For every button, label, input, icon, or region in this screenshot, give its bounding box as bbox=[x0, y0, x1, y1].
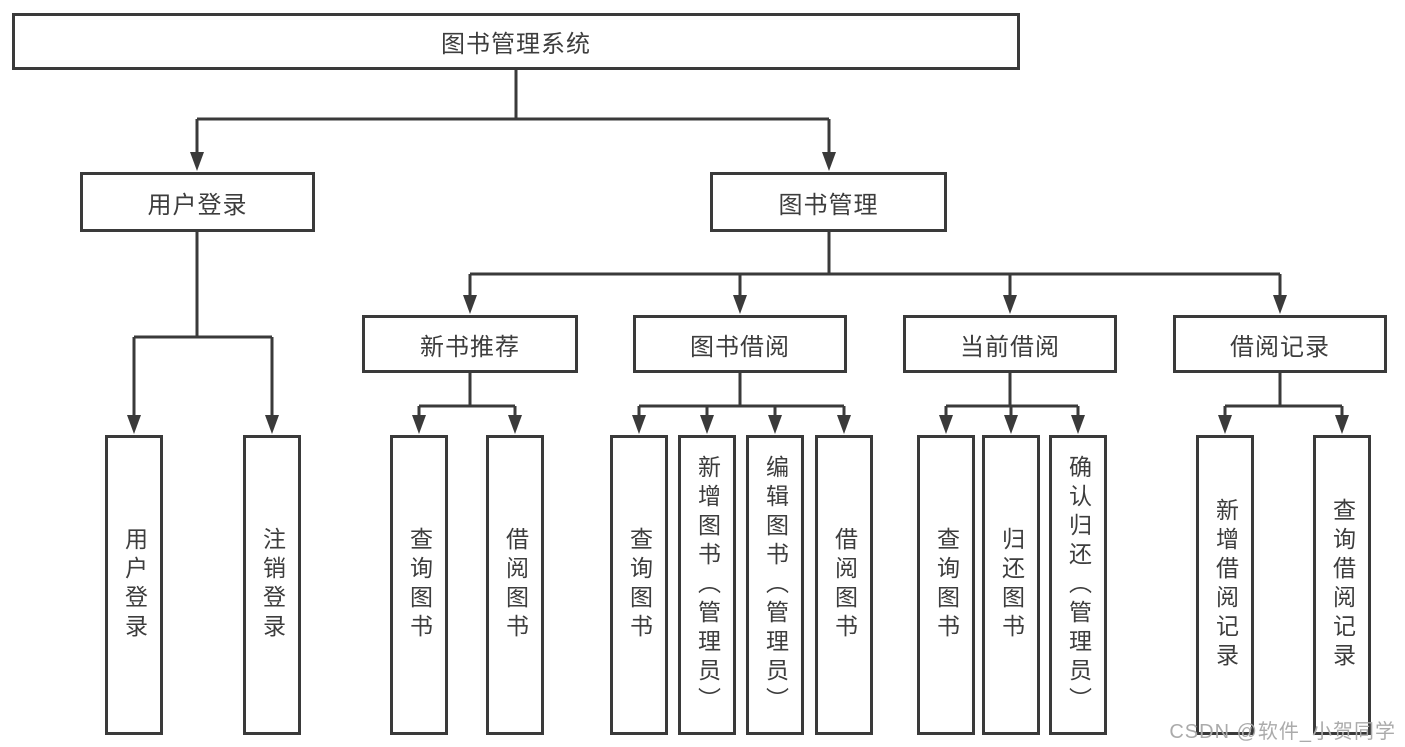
node-new-book-recommendation: 新书推荐 bbox=[362, 315, 578, 373]
node-label: 当前借阅 bbox=[960, 333, 1060, 361]
node-label: 图书借阅 bbox=[690, 333, 790, 361]
node-label: 图书管理系统 bbox=[441, 31, 591, 58]
leaf-label: 编辑图书（管理员） bbox=[762, 454, 789, 716]
node-user-login: 用户登录 bbox=[80, 172, 315, 232]
leaf-label: 借阅图书 bbox=[502, 527, 529, 643]
arrowhead-icons bbox=[127, 152, 1349, 434]
leaf-query-books-current: 查询图书 bbox=[917, 435, 975, 735]
leaf-label: 查询图书 bbox=[626, 527, 653, 643]
leaf-label: 归还图书 bbox=[998, 527, 1025, 643]
leaf-query-books-borrow: 查询图书 bbox=[610, 435, 668, 735]
leaf-label: 用户登录 bbox=[121, 527, 148, 643]
leaf-add-books-admin: 新增图书（管理员） bbox=[678, 435, 736, 735]
leaf-query-books-recommend: 查询图书 bbox=[390, 435, 448, 735]
node-label: 借阅记录 bbox=[1230, 333, 1330, 361]
leaf-edit-books-admin: 编辑图书（管理员） bbox=[746, 435, 804, 735]
leaf-logout: 注销登录 bbox=[243, 435, 301, 735]
leaf-label: 新增图书（管理员） bbox=[694, 454, 721, 716]
leaf-label: 新增借阅记录 bbox=[1212, 498, 1239, 672]
leaf-label: 查询图书 bbox=[406, 527, 433, 643]
node-borrowing-records: 借阅记录 bbox=[1173, 315, 1387, 373]
node-label: 用户登录 bbox=[147, 191, 248, 219]
leaf-label: 注销登录 bbox=[259, 527, 286, 643]
leaf-confirm-return-admin: 确认归还（管理员） bbox=[1049, 435, 1107, 735]
leaf-return-books: 归还图书 bbox=[982, 435, 1040, 735]
leaf-query-borrow-record: 查询借阅记录 bbox=[1313, 435, 1371, 735]
leaf-label: 确认归还（管理员） bbox=[1065, 454, 1092, 716]
leaf-label: 借阅图书 bbox=[831, 527, 858, 643]
leaf-label: 查询图书 bbox=[933, 527, 960, 643]
node-label: 图书管理 bbox=[778, 191, 879, 219]
node-book-management: 图书管理 bbox=[710, 172, 947, 232]
leaf-user-login: 用户登录 bbox=[105, 435, 163, 735]
node-library-management-system: 图书管理系统 bbox=[12, 13, 1020, 70]
leaf-borrow-books: 借阅图书 bbox=[815, 435, 873, 735]
node-current-borrowing: 当前借阅 bbox=[903, 315, 1117, 373]
node-book-borrowing: 图书借阅 bbox=[633, 315, 847, 373]
leaf-borrow-books-recommend: 借阅图书 bbox=[486, 435, 544, 735]
leaf-add-borrow-record: 新增借阅记录 bbox=[1196, 435, 1254, 735]
leaf-label: 查询借阅记录 bbox=[1329, 498, 1356, 672]
watermark: CSDN @软件_小贺同学 bbox=[1169, 721, 1396, 743]
node-label: 新书推荐 bbox=[420, 333, 520, 361]
